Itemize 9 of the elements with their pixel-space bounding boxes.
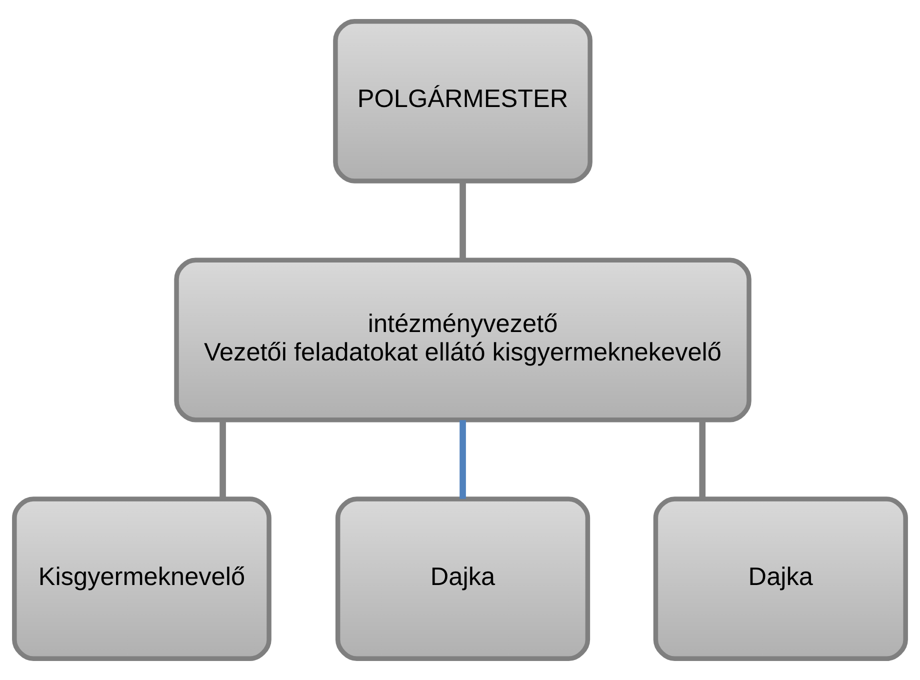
node-box: intézményvezető Vezetői feladatokat ellátó kisgyermeknekevelő bbox=[174, 258, 752, 422]
node-box: Kisgyermeknevelő bbox=[12, 496, 272, 662]
node-box: POLGÁRMESTER bbox=[333, 18, 592, 184]
connector bbox=[699, 420, 706, 499]
node-box: Dajka bbox=[335, 496, 590, 662]
connector bbox=[220, 420, 226, 499]
connector bbox=[460, 181, 466, 260]
node-box: Dajka bbox=[653, 496, 908, 662]
connector bbox=[460, 420, 466, 499]
